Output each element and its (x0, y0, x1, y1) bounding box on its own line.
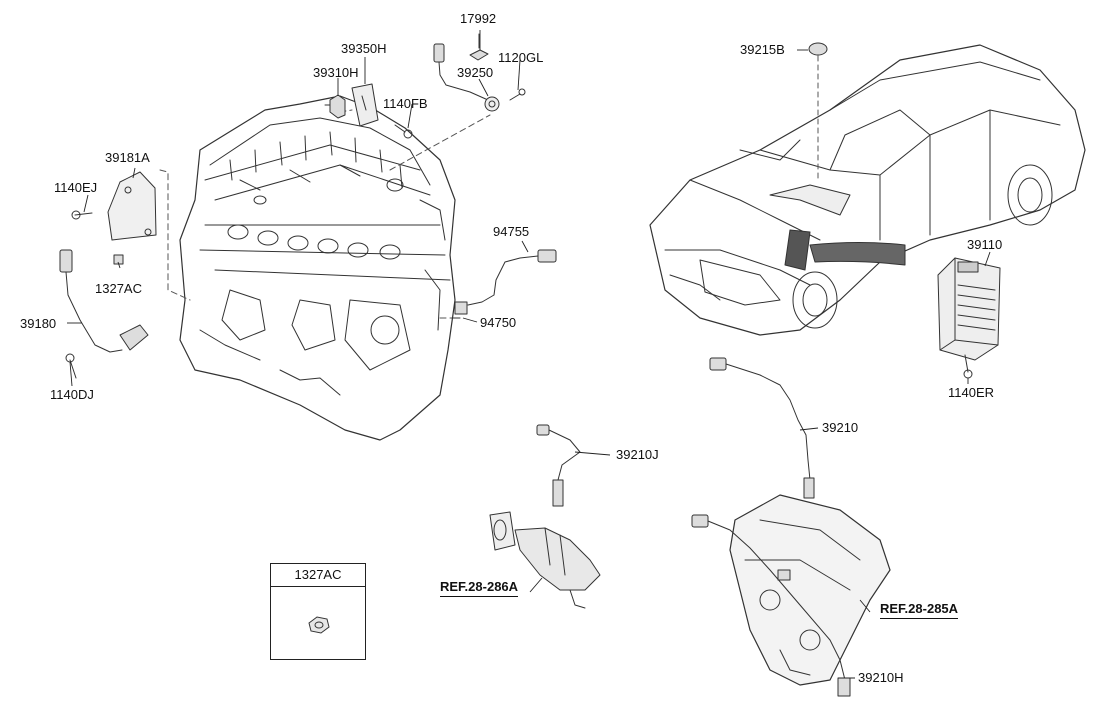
nut-icon (308, 616, 330, 634)
part-label-39210h[interactable]: 39210H (858, 670, 904, 685)
cover-39181a-drawing (107, 171, 157, 241)
o2-sensor-39210h-drawing (691, 514, 851, 697)
part-label-39350h[interactable]: 39350H (341, 41, 387, 56)
label-leaders (67, 30, 991, 679)
part-label-1120gl[interactable]: 1120GL (498, 50, 544, 65)
part-label-39110[interactable]: 39110 (967, 237, 1003, 252)
bracket-39350h-drawing (351, 83, 379, 127)
part-label-17992[interactable]: 17992 (460, 11, 497, 26)
part-label-1140er[interactable]: 1140ER (948, 385, 995, 400)
part-label-39215b[interactable]: 39215B (740, 42, 785, 57)
legend-box-1327ac: 1327AC (270, 563, 366, 660)
clip-17992-drawing (469, 33, 489, 61)
part-label-1327ac[interactable]: 1327AC (95, 281, 142, 296)
part-label-39180[interactable]: 39180 (20, 316, 57, 331)
bolt-1120gl-drawing (509, 88, 526, 101)
part-label-39210[interactable]: 39210 (822, 420, 859, 435)
knock-sensor-39250-drawing (433, 43, 500, 112)
o2-sensor-39210-drawing (709, 357, 815, 499)
part-label-1140fb[interactable]: 1140FB (383, 96, 428, 111)
part-label-94750[interactable]: 94750 (480, 315, 517, 330)
part-label-39250[interactable]: 39250 (457, 65, 494, 80)
ecu-39110-drawing (937, 257, 1001, 379)
ref-link-28-286a[interactable]: REF.28-286A (440, 580, 519, 597)
engine-block-drawing (179, 95, 456, 441)
part-label-1140dj[interactable]: 1140DJ (50, 387, 94, 402)
part-label-94755[interactable]: 94755 (493, 224, 530, 239)
o2-sensor-39210j-drawing (536, 424, 581, 507)
catalytic-converter-left-drawing (489, 511, 601, 609)
cap-39215b-drawing (808, 42, 828, 181)
exhaust-manifold-right-drawing (729, 494, 891, 686)
part-label-39210j[interactable]: 39210J (616, 447, 659, 462)
car-drawing (649, 44, 1086, 336)
part-label-39181a[interactable]: 39181A (105, 150, 150, 165)
crank-sensor-39180-drawing (59, 249, 149, 353)
legend-title: 1327AC (271, 564, 365, 587)
bolt-1140ej-drawing (71, 210, 93, 220)
oil-sensor-94750-drawing (451, 249, 557, 319)
ref-link-28-285a[interactable]: REF.28-285A (880, 602, 959, 619)
part-label-39310h[interactable]: 39310H (313, 65, 359, 80)
bolt-1140fb-drawing (394, 124, 413, 139)
part-label-1140ej[interactable]: 1140EJ (54, 180, 98, 195)
